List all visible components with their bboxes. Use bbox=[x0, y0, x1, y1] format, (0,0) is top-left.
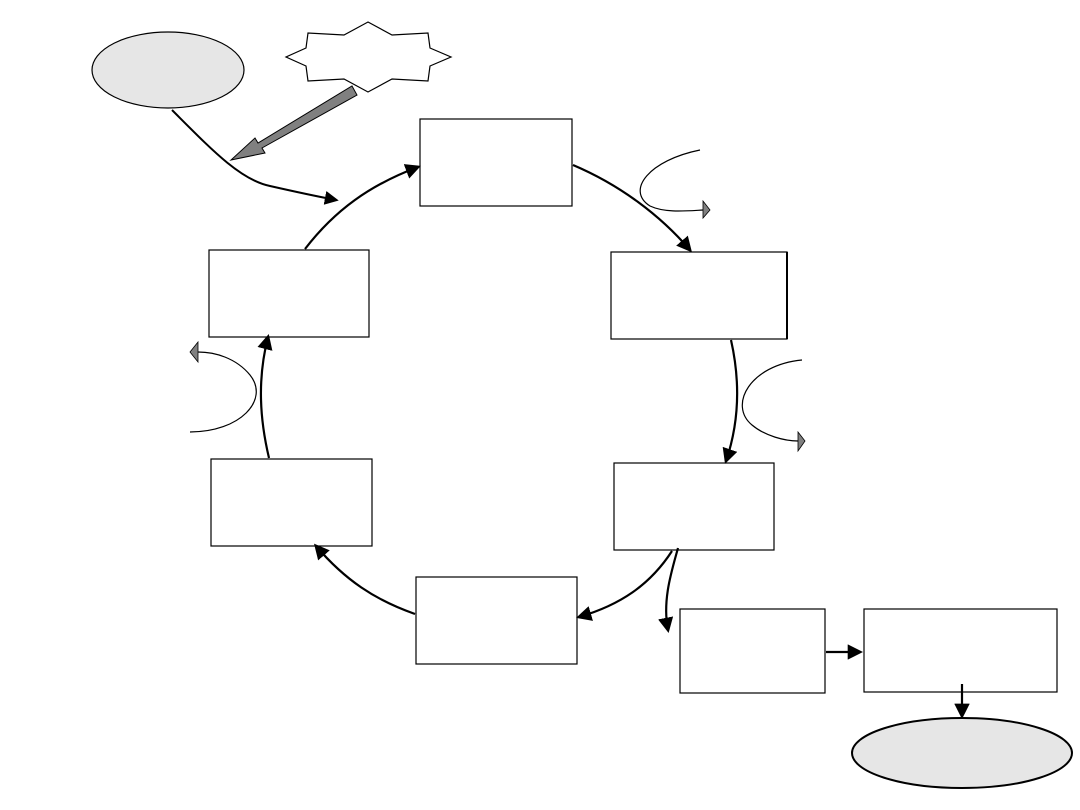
box-right-upper bbox=[610, 251, 788, 340]
box-left-lower bbox=[210, 458, 373, 547]
side-arrow-right bbox=[741, 359, 806, 453]
box-top bbox=[419, 118, 573, 207]
output-ellipse bbox=[851, 717, 1073, 789]
arrow-left-upper-to-top bbox=[304, 164, 421, 250]
box-left-upper bbox=[208, 249, 370, 338]
box-right-lower bbox=[613, 462, 775, 551]
input-curve-arrow bbox=[171, 109, 339, 205]
side-arrow-left bbox=[189, 340, 257, 433]
box-branch-2 bbox=[863, 608, 1058, 693]
arrow-left-lower-to-left-upper bbox=[257, 334, 273, 459]
box-bottom bbox=[415, 576, 578, 665]
thick-gray-arrow bbox=[229, 85, 358, 161]
side-arrow-top-right bbox=[639, 149, 711, 220]
arrow-top-to-right-upper bbox=[572, 163, 693, 253]
arrow-right-upper-to-right-lower bbox=[722, 339, 739, 464]
box-branch-1 bbox=[679, 608, 826, 694]
arrow-bottom-to-left-lower bbox=[314, 543, 416, 616]
arrow-right-lower-to-branch-1 bbox=[658, 547, 680, 634]
input-ellipse bbox=[91, 31, 245, 109]
burst-shape bbox=[284, 21, 453, 93]
arrow-right-lower-to-bottom bbox=[576, 550, 673, 621]
